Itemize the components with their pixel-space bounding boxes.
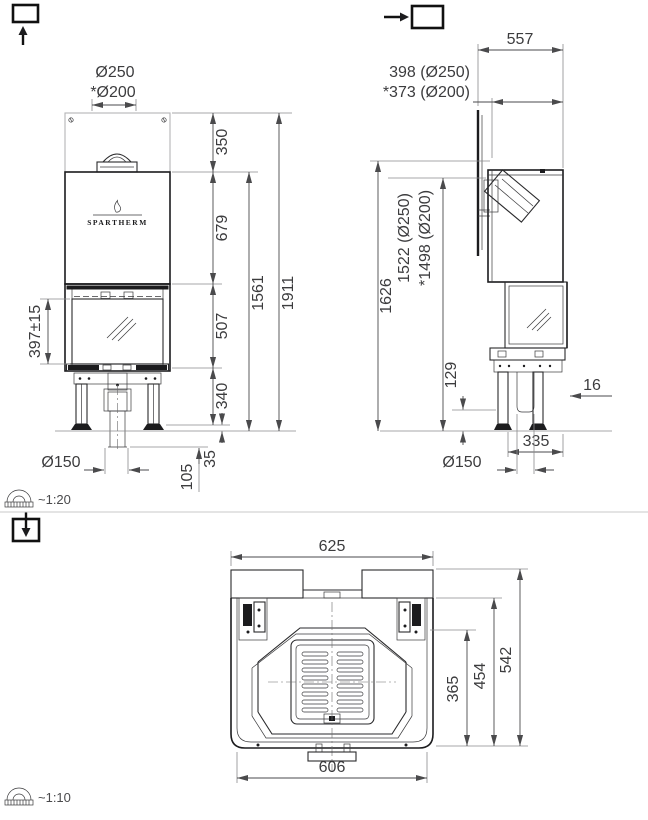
dim-intake-stub: 105 <box>179 464 196 491</box>
dim-depth: 557 <box>477 31 564 168</box>
front-view: SPARTHERM <box>27 64 297 492</box>
flue-collar <box>96 153 138 173</box>
dim-flue-dia-alt: *Ø200 <box>90 84 135 101</box>
top-back-plate-right <box>361 569 434 599</box>
dim-air-intake-side: Ø150 <box>442 414 554 474</box>
dim-leg-spacing-label: 335 <box>523 433 550 450</box>
door-handle <box>307 743 357 762</box>
dim-door-section: 507 <box>214 313 231 340</box>
side-base <box>489 347 566 430</box>
side-view: 557 398 (Ø250) *373 (Ø200) 1626 1522 (Ø2… <box>370 31 612 474</box>
front-glass <box>71 298 164 365</box>
air-intake-pipe-side <box>516 372 535 413</box>
dim-overall-width: 625 <box>230 538 434 566</box>
scale-label-upper: ~1:20 <box>38 492 71 507</box>
dim-air-intake-front: Ø150 <box>41 448 149 474</box>
front-view-direction-icon <box>11 3 40 45</box>
dim-leg-spacing: 335 <box>507 432 564 457</box>
dim-base-clearance: 129 <box>443 362 460 389</box>
hinge-right <box>396 597 426 641</box>
dim-body-section: 679 <box>214 215 231 242</box>
dim-frame-offset-label: 16 <box>583 377 601 394</box>
dim-inner-depth: 365 <box>445 676 462 703</box>
dim-front-width: 606 <box>236 752 428 783</box>
glass-reflection <box>106 316 137 342</box>
dim-front-width-label: 606 <box>319 759 346 776</box>
front-dim-chains: 350 679 507 340 1561 1911 35 105 <box>130 112 297 492</box>
side-body <box>487 169 564 283</box>
side-view-direction-icon <box>384 4 445 30</box>
dim-flue-axis-height-alt: *1498 (Ø200) <box>417 190 434 286</box>
brand-logo: SPARTHERM <box>87 199 148 227</box>
scale-indicator-upper: ~1:20 <box>4 489 71 508</box>
top-view: 625 365 454 542 606 <box>230 538 528 783</box>
dim-flue-diameter: Ø250 *Ø200 <box>90 64 137 111</box>
flue-damper <box>483 169 545 223</box>
dim-frame-offset: 16 <box>570 377 612 400</box>
glass-reflection <box>526 308 552 332</box>
dim-air-intake-dia-front: Ø150 <box>41 454 80 471</box>
scale-label-lower: ~1:10 <box>38 790 71 805</box>
top-dim-chains: 365 454 542 <box>430 568 528 747</box>
dim-flue-dia-primary: Ø250 <box>95 64 134 81</box>
side-dim-chains: 1626 1522 (Ø250) *1498 (Ø200) 129 <box>370 160 496 445</box>
dim-flue-offset: 398 (Ø250) *373 (Ø200) <box>383 64 563 158</box>
dim-top-section: 350 <box>214 129 231 156</box>
dim-foot-height: 35 <box>202 450 219 468</box>
dim-depth-label: 557 <box>507 31 534 48</box>
protractor-icon <box>4 489 34 508</box>
dim-total-height-front: 1911 <box>280 276 297 311</box>
front-body <box>64 171 171 285</box>
screw-icon <box>68 117 167 123</box>
dim-total-height-side: 1626 <box>378 278 395 314</box>
grate-slats <box>301 651 364 713</box>
dim-height-to-body-top: 1561 <box>250 275 267 311</box>
dim-flue-axis-height-primary: 1522 (Ø250) <box>396 193 413 283</box>
dim-overall-depth: 542 <box>498 647 515 674</box>
dim-air-intake-dia-side: Ø150 <box>442 454 481 471</box>
scale-indicator-lower: ~1:10 <box>4 787 71 806</box>
dim-flue-offset-primary: 398 (Ø250) <box>389 64 470 81</box>
front-base <box>71 372 164 452</box>
dim-glass-height-label: 397±15 <box>27 305 44 358</box>
top-back-plate-left <box>230 569 304 599</box>
dim-mid-depth: 454 <box>472 663 489 690</box>
side-glass <box>504 281 568 349</box>
dim-flue-offset-alt: *373 (Ø200) <box>383 84 470 101</box>
dim-overall-width-label: 625 <box>319 538 346 555</box>
dim-base-section: 340 <box>214 383 231 410</box>
protractor-icon <box>4 787 34 806</box>
dim-glass-height: 397±15 <box>27 298 70 365</box>
hinge-left <box>238 597 268 641</box>
brand-logo-text: SPARTHERM <box>87 218 148 227</box>
front-door <box>64 283 171 372</box>
top-view-direction-icon <box>11 512 41 543</box>
flame-icon <box>114 199 121 213</box>
front-top-box <box>64 112 171 173</box>
